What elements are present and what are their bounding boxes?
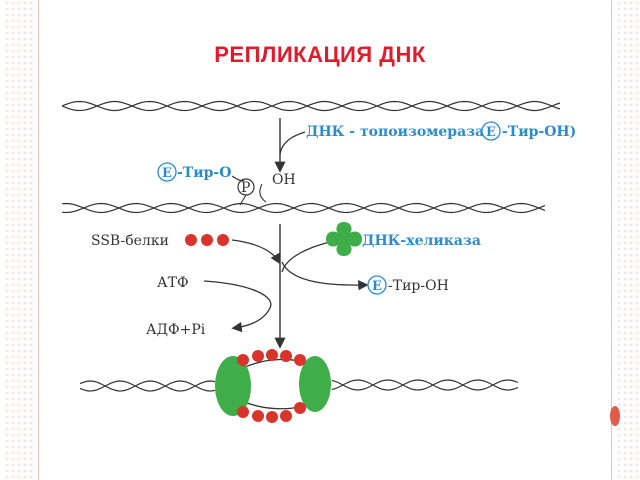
ssb-protein-dot [217,234,229,246]
e-tyr-o-suffix-label: -Тир-О [177,165,231,181]
helicase-right-fork [299,356,331,412]
phosphate-label: P [241,180,250,196]
ssb-protein-dot [185,234,197,246]
dna-double-helix-middle [61,202,546,214]
phosphate-bond [239,194,247,206]
enzyme-e-letter-tyr-oh: E [372,279,382,294]
ssb-protein-dot [280,350,292,362]
ssb-protein-dot [237,354,249,366]
tyr-o-bond [231,175,245,182]
side-accent-mark [610,406,620,426]
ssb-protein-dot [252,350,264,362]
atp-label: АТФ [157,275,189,291]
dna-strand-1 [331,379,519,391]
topoisomerase-label: ДНК - топоизомераза( [306,124,491,140]
slide-title: РЕПЛИКАЦИЯ ДНК [214,42,426,67]
enzyme-e-circle-topoisomerase [481,121,501,141]
ssb-protein-dot [294,354,306,366]
dna-strand-2 [61,202,546,214]
oh-bond [259,183,267,203]
ssb-protein-dot [266,411,278,423]
ssb-protein-dot [237,406,249,418]
topoisomerase-suffix-label: -Тир-ОН) [502,124,576,140]
dna-strand-1 [79,380,216,392]
ssb-protein-icons [185,234,229,246]
arrow-topoisomerase-in [279,131,306,155]
enzyme-e-circle-tyr-oh [367,275,387,295]
oh-label: ОН [272,172,296,188]
adp-pi-label: АДФ+Pi [146,322,206,338]
e-tyr-oh-suffix-label: -Тир-ОН [388,278,449,294]
dna-double-helix-top [61,100,561,112]
dna-strand-2 [331,379,519,391]
helicase-shape [326,222,362,256]
ssb-proteins-top-strand [237,349,306,366]
ssb-protein-dot [252,410,264,422]
ssb-protein-dot [201,234,213,246]
dna-strand-2 [61,100,561,112]
ssb-protein-dot [294,402,306,414]
enzyme-e-letter-tyr-o: E [162,166,172,181]
ssb-proteins-bottom-strand [237,402,306,423]
enzyme-e-circle-tyr-o [157,162,177,182]
arrow-to-e-tyr-oh [281,261,369,291]
helicase-label: ДНК-хеликаза [362,233,481,249]
arrow-ssb-in [231,239,281,265]
ssb-protein-dot [280,410,292,422]
dna-strand-2 [79,380,216,392]
dna-strand-1 [61,100,561,112]
dot-pattern-left [4,0,34,480]
dot-pattern-right [616,0,640,480]
arrow-atp-to-adp [203,280,272,333]
ssb-proteins-label: SSB-белки [91,233,169,249]
ssb-protein-dot [266,349,278,361]
dna-double-helix-bottom-left [79,380,216,392]
dna-double-helix-bottom-right [331,379,519,391]
dna-strand-1 [61,202,546,214]
arrow-helicase-in [281,241,331,273]
enzyme-e-letter-topoisomerase: E [486,125,496,140]
helicase-left-fork [215,356,251,416]
